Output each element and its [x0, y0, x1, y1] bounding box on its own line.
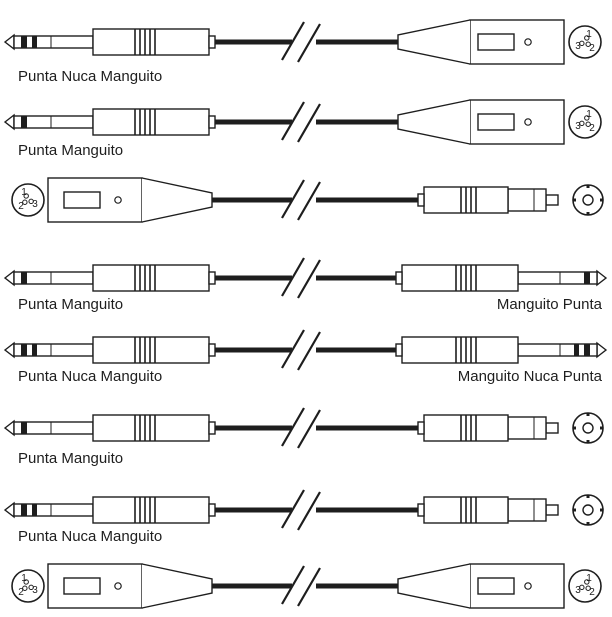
pin-label-left: Punta Manguito	[18, 450, 124, 467]
cable-row	[3, 257, 608, 299]
xlr-pin-number: 1	[586, 109, 592, 120]
xlr-pin-number: 1	[21, 187, 27, 198]
break-mark	[281, 329, 321, 371]
xlr-pin-number: 1	[586, 29, 592, 40]
break-mark	[281, 489, 321, 531]
break-mark	[281, 565, 321, 607]
xlr-pin-number: 3	[575, 41, 581, 52]
xlr-pin-number: 2	[589, 123, 595, 134]
xlr-pin-number: 2	[18, 587, 24, 598]
cable-row: 1 23	[3, 99, 602, 145]
cable-row: 1 23	[3, 19, 602, 65]
pin-label-left: Punta Nuca Manguito	[18, 368, 163, 385]
pin-label-left: Punta Nuca Manguito	[18, 528, 163, 545]
xlr-pin-number: 3	[575, 585, 581, 596]
break-mark	[281, 257, 321, 299]
xlr-pin-number: 3	[32, 585, 38, 596]
break-mark	[281, 101, 321, 143]
xlr-pin-number: 3	[575, 121, 581, 132]
xlr-pin-number: 2	[589, 587, 595, 598]
pin-label-right: Manguito Nuca Punta	[457, 368, 602, 385]
xlr-pin-number: 1	[586, 573, 592, 584]
xlr-pin-number: 2	[18, 201, 24, 212]
xlr-pin-number: 3	[32, 199, 38, 210]
cable-row	[3, 407, 604, 449]
pin-label-left: Punta Manguito	[18, 296, 124, 313]
break-mark	[281, 407, 321, 449]
break-mark	[281, 179, 321, 221]
xlr-pin-number: 2	[589, 43, 595, 54]
cable-row	[3, 489, 604, 531]
break-mark	[281, 21, 321, 63]
cable-row	[3, 329, 608, 371]
pin-label-left: Punta Manguito	[18, 142, 124, 159]
xlr-pin-number: 1	[21, 573, 27, 584]
pin-label-right: Manguito Punta	[496, 296, 602, 313]
pin-label-left: Punta Nuca Manguito	[18, 68, 163, 85]
